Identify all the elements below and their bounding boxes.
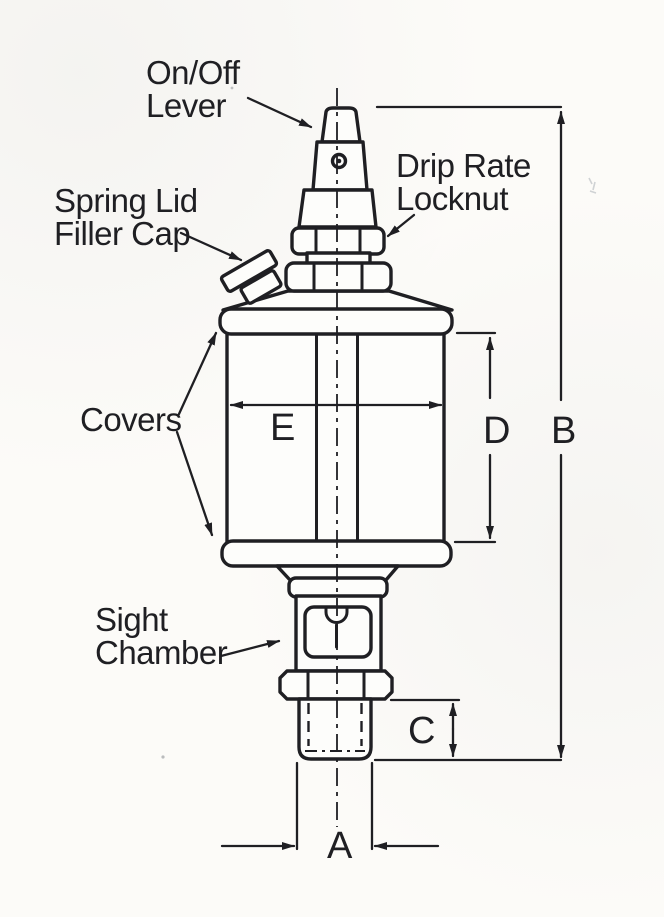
dim-letter-d: D: [483, 410, 510, 452]
leader-drip-rate-locknut: [386, 213, 416, 238]
leader-covers-lower: [175, 430, 214, 537]
oiler-body-group: [218, 88, 454, 827]
leader-sight-chamber: [219, 639, 281, 658]
dim-letter-c: C: [408, 710, 435, 752]
dim-letter-e: E: [270, 407, 295, 449]
labels-group: On/Off Lever Drip Rate Locknut Spring Li…: [54, 54, 576, 867]
bonnet-nut-facet-lines: [312, 263, 364, 291]
label-on-off-line1: On/Off: [146, 54, 241, 91]
label-covers: Covers: [80, 401, 182, 438]
scan-artifacts: [161, 86, 597, 759]
scan-dot: [161, 755, 165, 759]
label-drip-rate-line1: Drip Rate: [396, 147, 531, 184]
label-sight-chamber-line2: Chamber: [95, 634, 228, 671]
label-spring-lid-line2: Filler Cap: [54, 215, 190, 252]
leader-on-off-lever: [246, 96, 313, 129]
threaded-nipple: [297, 697, 373, 761]
dim-letter-a: A: [327, 825, 353, 867]
label-drip-rate-line2: Locknut: [396, 180, 508, 217]
scan-smudge: [588, 177, 597, 194]
bonnet-hex-nut: [284, 261, 393, 293]
on-off-lever-knob: [320, 106, 362, 144]
leader-filler-cap: [179, 231, 243, 262]
top-cover: [218, 307, 454, 336]
scan-dot-2: [230, 86, 234, 90]
thread-root-lines: [307, 703, 363, 746]
leader-arrows-group: [175, 96, 416, 658]
filler-cap-lid: [219, 249, 279, 293]
filler-cap-base: [239, 269, 283, 305]
center-tube-lines: [315, 332, 359, 544]
mounting-nut-facet-lines: [306, 670, 366, 700]
label-on-off-line2: Lever: [146, 87, 227, 124]
locknut-facet-lines: [314, 228, 362, 254]
mounting-hex-nut: [278, 669, 394, 701]
drip-rate-locknut-part: [290, 226, 386, 256]
sight-chamber-collar: [287, 576, 389, 599]
label-sight-chamber-line1: Sight: [95, 601, 168, 638]
leader-covers-upper: [177, 331, 218, 416]
reservoir-body: [225, 331, 446, 544]
label-spring-lid-line1: Spring Lid: [54, 182, 198, 219]
dimension-lines-group: [220, 105, 565, 851]
dim-letter-b: B: [551, 410, 576, 452]
